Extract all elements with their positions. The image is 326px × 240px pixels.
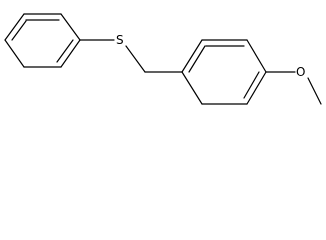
- phenyl-bond-2: [60, 13, 81, 41]
- aryl-double-bond-2: [243, 71, 260, 99]
- phenyl-bond-5: [4, 39, 25, 68]
- aryl-bond-3: [246, 39, 267, 73]
- structure-diagram: S O: [4, 13, 322, 105]
- phenyl-bond-3: [60, 39, 81, 68]
- methoxyphenyl-ring: [181, 39, 267, 105]
- oxygen-label: O: [296, 65, 305, 79]
- oxygen-methyl-bond: [307, 77, 322, 105]
- phenyl-double-bond-3: [11, 20, 27, 41]
- phenyl-double-bond-2: [56, 39, 74, 63]
- sulfur-label: S: [116, 33, 124, 47]
- aryl-bond-6: [181, 71, 203, 105]
- phenyl-ring: [4, 13, 81, 68]
- phenyl-bond-6: [4, 13, 25, 41]
- sulfur-methylene-bond: [125, 45, 146, 73]
- aryl-bond-4: [246, 71, 267, 105]
- aryl-double-bond-3: [188, 45, 206, 73]
- aryl-bond-1: [181, 39, 203, 73]
